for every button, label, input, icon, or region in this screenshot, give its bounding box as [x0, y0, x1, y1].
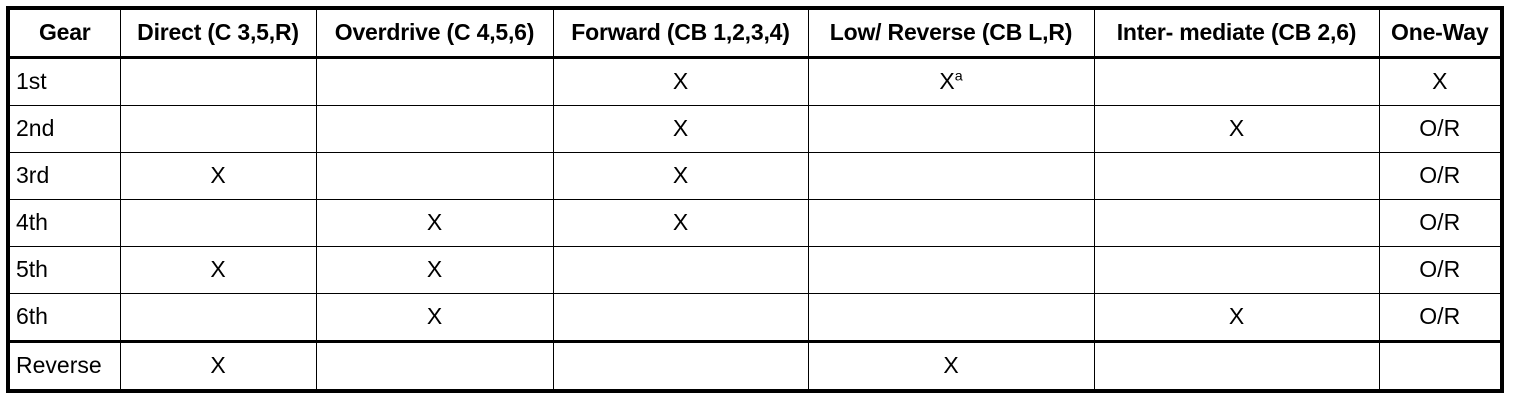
cell-forward: X: [552, 105, 809, 153]
cell-low-reverse: [807, 105, 1095, 153]
cell-intermediate: [1093, 57, 1380, 106]
column-header-low-reverse: Low/ Reverse (CB L,R): [807, 7, 1095, 59]
cell-low-reverse: [807, 152, 1095, 200]
cell-overdrive: [315, 152, 554, 200]
cell-forward: X: [552, 57, 809, 106]
cell-forward: [552, 340, 809, 392]
column-header-one-way: One-Way: [1378, 7, 1503, 59]
cell-forward: [552, 246, 809, 294]
cell-one-way: O/R: [1378, 105, 1503, 153]
table-row: 5th X X O/R: [7, 246, 1503, 294]
cell-intermediate: [1093, 340, 1380, 392]
cell-mark: X: [943, 352, 959, 379]
cell-low-reverse: [807, 199, 1095, 247]
cell-one-way: O/R: [1378, 199, 1503, 247]
cell-direct: [119, 293, 317, 342]
table-body: 1st X Xa X 2nd X X O/R 3rd X: [7, 57, 1503, 392]
table-row: 4th X X O/R: [7, 199, 1503, 247]
gear-label: 2nd: [7, 105, 121, 153]
gear-label: Reverse: [7, 340, 121, 392]
cell-forward: [552, 293, 809, 342]
cell-intermediate: [1093, 199, 1380, 247]
cell-low-reverse: [807, 293, 1095, 342]
table-row: 2nd X X O/R: [7, 105, 1503, 153]
cell-direct: [119, 199, 317, 247]
cell-low-reverse: [807, 246, 1095, 294]
cell-direct: [119, 57, 317, 106]
cell-intermediate: X: [1093, 105, 1380, 153]
gear-label: 5th: [7, 246, 121, 294]
cell-overdrive: X: [315, 246, 554, 294]
cell-overdrive: X: [315, 293, 554, 342]
header-row: Gear Direct (C 3,5,R) Overdrive (C 4,5,6…: [7, 7, 1503, 59]
cell-direct: X: [119, 152, 317, 200]
cell-overdrive: [315, 340, 554, 392]
cell-forward: X: [552, 152, 809, 200]
table-row: 3rd X X O/R: [7, 152, 1503, 200]
gear-apply-chart: Gear Direct (C 3,5,R) Overdrive (C 4,5,6…: [6, 6, 1504, 393]
cell-one-way: X: [1378, 57, 1503, 106]
column-header-overdrive: Overdrive (C 4,5,6): [315, 7, 554, 59]
cell-direct: X: [119, 340, 317, 392]
cell-forward: X: [552, 199, 809, 247]
cell-overdrive: X: [315, 199, 554, 247]
column-header-direct: Direct (C 3,5,R): [119, 7, 317, 59]
gear-label: 6th: [7, 293, 121, 342]
gear-label: 4th: [7, 199, 121, 247]
column-header-forward: Forward (CB 1,2,3,4): [552, 7, 809, 59]
table-row: 1st X Xa X: [7, 57, 1503, 106]
footnote-marker: a: [954, 68, 963, 85]
cell-direct: X: [119, 246, 317, 294]
cell-low-reverse: Xa: [807, 57, 1095, 106]
cell-intermediate: [1093, 152, 1380, 200]
gear-label: 1st: [7, 57, 121, 106]
cell-direct: [119, 105, 317, 153]
gear-label: 3rd: [7, 152, 121, 200]
table-row: 6th X X O/R: [7, 293, 1503, 342]
column-header-intermediate: Inter- mediate (CB 2,6): [1093, 7, 1380, 59]
cell-one-way: O/R: [1378, 293, 1503, 342]
cell-mark: X: [939, 68, 955, 95]
cell-low-reverse: X: [807, 340, 1095, 392]
cell-overdrive: [315, 57, 554, 106]
table-row: Reverse X X: [7, 340, 1503, 392]
cell-one-way: [1378, 340, 1503, 392]
cell-overdrive: [315, 105, 554, 153]
cell-one-way: O/R: [1378, 152, 1503, 200]
gear-clutch-application-table: Gear Direct (C 3,5,R) Overdrive (C 4,5,6…: [6, 6, 1504, 393]
cell-intermediate: X: [1093, 293, 1380, 342]
cell-one-way: O/R: [1378, 246, 1503, 294]
table-header: Gear Direct (C 3,5,R) Overdrive (C 4,5,6…: [7, 7, 1503, 59]
column-header-gear: Gear: [7, 7, 121, 59]
cell-intermediate: [1093, 246, 1380, 294]
